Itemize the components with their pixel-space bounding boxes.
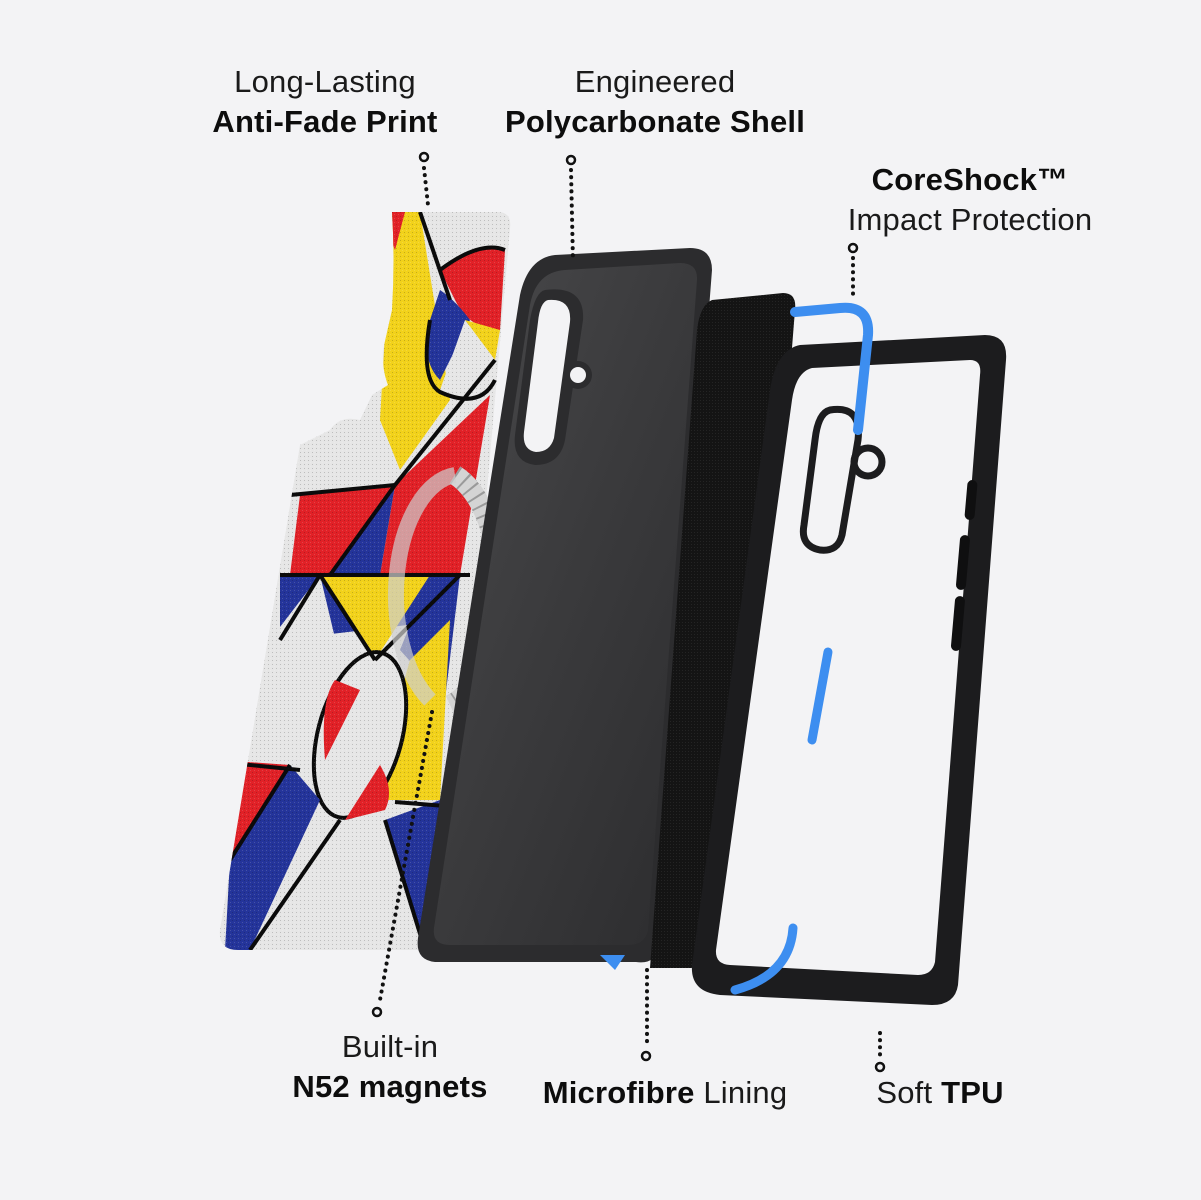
callout-coreshock-line2: Impact Protection xyxy=(847,202,1093,237)
callout-magnets-line2: N52 magnets xyxy=(292,1069,488,1104)
callout-soft-tpu: Soft TPU xyxy=(855,1073,1025,1113)
callout-anti-fade-line2: Anti-Fade Print xyxy=(212,104,438,139)
callout-polycarbonate-shell: Engineered Polycarbonate Shell xyxy=(480,62,830,142)
callout-tpu-bold: TPU xyxy=(941,1075,1004,1110)
callout-microfibre-bold: Microfibre xyxy=(542,1075,695,1110)
polycarbonate-shell xyxy=(417,248,712,963)
callout-polycarbonate-line2: Polycarbonate Shell xyxy=(504,104,806,139)
callout-coreshock: CoreShock™ Impact Protection xyxy=(820,160,1120,240)
callout-microfibre-light: Lining xyxy=(694,1075,788,1110)
callout-coreshock-line1: CoreShock™ xyxy=(871,162,1069,197)
callout-tpu-light: Soft xyxy=(876,1075,942,1110)
coreshock-absorbers xyxy=(730,302,874,995)
callout-magnets-line1: Built-in xyxy=(341,1029,439,1064)
callout-microfibre-lining: Microfibre Lining xyxy=(520,1073,810,1113)
callout-anti-fade-line1: Long-Lasting xyxy=(234,64,416,99)
microfibre-lining xyxy=(600,293,796,970)
leader-lines xyxy=(371,151,886,1073)
callout-n52-magnets: Built-in N52 magnets xyxy=(270,1027,510,1107)
tpu-bumper-frame xyxy=(691,335,1007,1005)
callout-polycarbonate-line1: Engineered xyxy=(574,64,736,99)
callout-anti-fade-print: Long-Lasting Anti-Fade Print xyxy=(180,62,470,142)
